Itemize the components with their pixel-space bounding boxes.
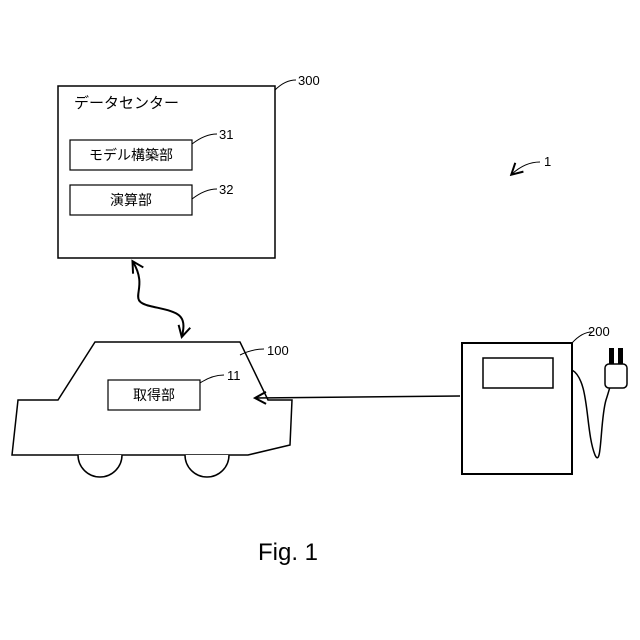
model-building-unit-label: モデル構築部 [89, 147, 173, 164]
system-ref-arrow [512, 162, 540, 174]
plug-pin-left [609, 348, 614, 364]
charging-station: 200 [462, 324, 627, 474]
data-center-title: データセンター [74, 94, 179, 112]
computation-unit-label: 演算部 [110, 193, 152, 209]
data-center-leader-line [275, 80, 296, 90]
model-building-unit-ref: 31 [219, 127, 233, 142]
computation-unit-ref: 32 [219, 182, 233, 197]
data-center-block: データセンター モデル構築部 演算部 300 31 32 [58, 73, 320, 258]
vehicle-ref: 100 [267, 343, 289, 358]
data-transfer-arrow [256, 396, 460, 398]
charging-plug [605, 364, 627, 388]
system-reference: 1 [512, 154, 551, 174]
plug-pin-right [618, 348, 623, 364]
figure-caption: Fig. 1 [258, 539, 318, 566]
rear-wheel [185, 455, 229, 477]
acquisition-unit-label: 取得部 [133, 387, 175, 404]
vehicle: 取得部 100 11 [12, 342, 292, 477]
acquisition-unit-ref: 11 [227, 368, 241, 383]
communication-link-arrow [133, 262, 183, 336]
front-wheel [78, 455, 122, 477]
charger-display [483, 358, 553, 388]
data-center-ref: 300 [298, 73, 320, 88]
charger-ref: 200 [588, 324, 610, 339]
system-ref: 1 [544, 154, 551, 169]
